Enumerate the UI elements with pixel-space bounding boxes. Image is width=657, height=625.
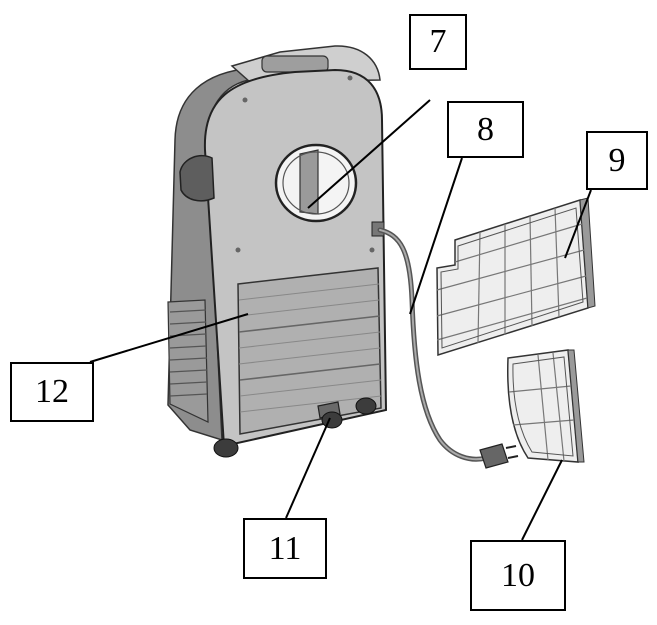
callout-10: 10	[470, 540, 566, 611]
lower-air-filter-icon	[506, 349, 585, 463]
callout-8-label: 8	[477, 110, 494, 148]
leader-lines	[89, 99, 592, 541]
rear-air-intake-grille	[237, 267, 382, 435]
unit-top-handle	[261, 55, 329, 73]
unit-carry-handle-icon	[179, 154, 215, 202]
callout-9-label: 9	[608, 141, 626, 179]
leader-line-12	[89, 313, 249, 363]
leader-line-7	[307, 99, 431, 209]
leader-line-10	[521, 459, 563, 541]
exhaust-outlet-icon	[274, 143, 358, 223]
leader-line-8	[409, 157, 463, 315]
lower-grille-icon	[167, 299, 209, 423]
power-cord-icon	[377, 227, 519, 469]
callout-11: 11	[243, 518, 327, 579]
portable-air-conditioner-unit	[167, 45, 388, 458]
leader-line-11	[285, 417, 331, 519]
upper-air-filter-icon	[436, 197, 596, 357]
callout-10-label: 10	[501, 556, 535, 594]
callout-7-label: 7	[429, 23, 447, 60]
callout-7: 7	[409, 14, 467, 70]
callout-11-label: 11	[268, 529, 302, 567]
callout-12: 12	[10, 362, 94, 422]
callout-12-label: 12	[35, 373, 69, 410]
leader-line-9	[564, 189, 592, 259]
callout-9: 9	[586, 131, 648, 190]
callout-8: 8	[447, 101, 524, 158]
